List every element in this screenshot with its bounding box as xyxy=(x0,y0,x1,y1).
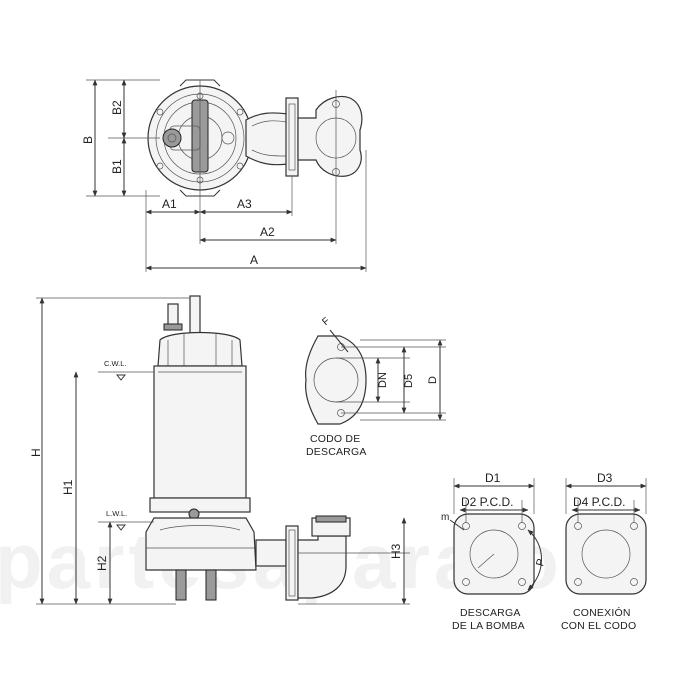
elbow-flange-caption-line2: CON EL CODO xyxy=(561,620,636,632)
side-view: C.W.L. L.W.L. H H1 H2 H3 xyxy=(29,295,410,605)
label-b2: B2 xyxy=(110,100,124,115)
label-d1: D1 xyxy=(485,471,501,485)
label-d5: D5 xyxy=(403,374,415,388)
label-dn: DN xyxy=(377,372,389,388)
label-a1: A1 xyxy=(162,197,177,211)
label-a2: A2 xyxy=(260,225,275,239)
elbow-flange-detail: D3 D4 P.C.D. CONEXIÓN CON EL CODO xyxy=(561,471,647,632)
label-h: H xyxy=(29,448,43,457)
label-a3: A3 xyxy=(237,197,252,211)
elbow-flange-caption-line1: CONEXIÓN xyxy=(573,606,631,619)
elbow-detail: F DN D5 D CODO DE DESCARGA xyxy=(305,316,446,458)
label-h3: H3 xyxy=(389,543,403,559)
label-f: F xyxy=(320,316,332,328)
pump-flange-caption-line1: DESCARGA xyxy=(460,607,521,619)
label-lwl: L.W.L. xyxy=(106,509,127,518)
label-a: A xyxy=(250,253,258,267)
label-h1: H1 xyxy=(61,479,75,495)
label-d3: D3 xyxy=(597,471,613,485)
label-b: B xyxy=(81,136,95,144)
label-d2-pcd: D2 P.C.D. xyxy=(461,495,513,509)
label-cwl: C.W.L. xyxy=(104,359,127,368)
label-h2: H2 xyxy=(95,555,109,571)
label-p: P xyxy=(534,557,547,567)
elbow-caption-line1: CODO DE xyxy=(310,433,360,445)
pump-flange-detail: D1 D2 P.C.D. P m DESCARGA DE LA BOMBA xyxy=(441,471,548,632)
label-d4-pcd: D4 P.C.D. xyxy=(573,495,625,509)
elbow-caption-line2: DESCARGA xyxy=(306,446,367,458)
top-view: B B2 B1 A1 A3 A2 A xyxy=(81,79,367,272)
label-b1: B1 xyxy=(110,159,124,174)
label-d: D xyxy=(427,376,439,384)
label-m: m xyxy=(441,512,449,523)
pump-flange-caption-line2: DE LA BOMBA xyxy=(452,620,525,632)
